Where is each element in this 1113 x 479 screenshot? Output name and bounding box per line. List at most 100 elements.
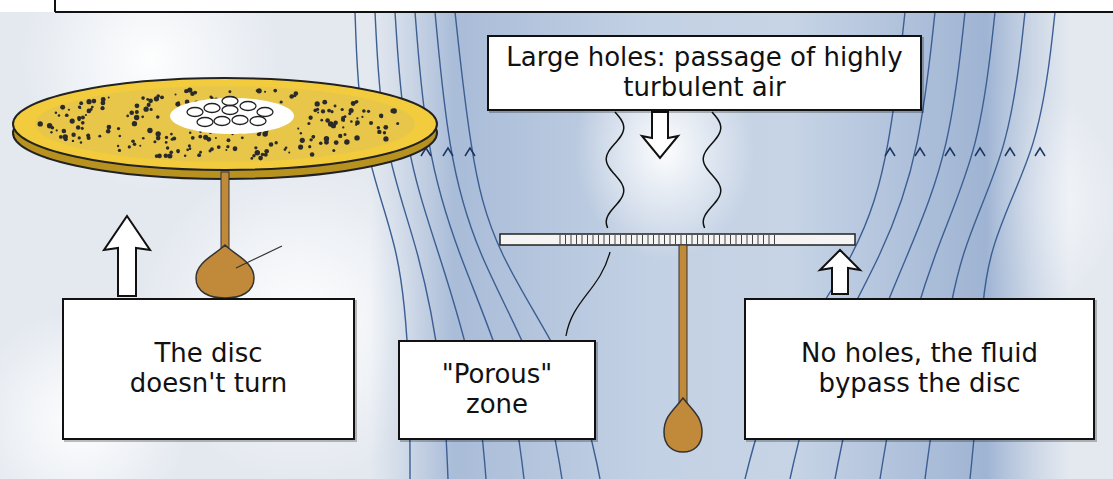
hole: [76, 125, 80, 129]
disc-top: [13, 78, 437, 170]
callout-box: No holes, the fluid bypass the disc: [744, 298, 1095, 440]
hole: [310, 152, 315, 157]
hole: [191, 136, 195, 140]
hole: [189, 132, 191, 134]
hole: [165, 141, 168, 144]
hole: [165, 136, 168, 139]
hole: [341, 108, 344, 111]
hole-mark: [714, 235, 715, 244]
hole: [344, 139, 349, 144]
hole: [334, 105, 337, 108]
hole: [133, 143, 137, 147]
hole: [141, 96, 145, 100]
hole: [189, 147, 192, 150]
hole-mark: [593, 235, 594, 244]
hole: [55, 111, 58, 114]
hole: [135, 103, 140, 108]
hole: [327, 109, 331, 113]
hole: [315, 101, 320, 106]
hole: [117, 127, 120, 130]
callout-text: "Porous" zone: [422, 360, 572, 420]
hole: [225, 149, 227, 151]
callout-box: "Porous" zone: [398, 340, 596, 440]
pointer-line: [236, 246, 282, 268]
hole: [60, 105, 65, 110]
hole: [62, 134, 67, 139]
hole: [226, 145, 229, 148]
hole: [172, 136, 176, 140]
hole: [164, 153, 169, 158]
hole: [361, 116, 363, 118]
hole: [147, 103, 151, 107]
hole: [58, 114, 61, 117]
hole: [78, 136, 81, 139]
hole: [297, 128, 299, 130]
hole: [288, 152, 290, 154]
hole: [106, 129, 111, 134]
hole-mark: [571, 235, 572, 244]
hole: [166, 146, 169, 149]
hole: [338, 134, 342, 138]
hole: [312, 135, 315, 138]
hole-mark: [681, 235, 682, 244]
hole: [92, 99, 97, 104]
hole: [38, 121, 43, 126]
hole: [334, 140, 339, 145]
hole: [144, 107, 149, 112]
large-hole: [187, 108, 203, 117]
callout-box: The disc doesn't turn: [62, 298, 355, 440]
hole: [155, 131, 160, 136]
hole: [255, 150, 261, 156]
hole-mark: [637, 235, 638, 244]
hole: [81, 127, 84, 130]
hole: [188, 144, 191, 147]
hole: [390, 108, 395, 113]
hole: [108, 97, 110, 99]
hole: [269, 142, 273, 146]
hole: [134, 115, 139, 120]
hole-mark: [648, 235, 649, 244]
flow-arrow: [443, 148, 453, 156]
hole: [62, 129, 66, 133]
hole: [383, 125, 388, 130]
hole: [59, 135, 63, 139]
hole-mark: [741, 235, 742, 244]
weight: [664, 398, 702, 452]
hole: [170, 133, 173, 136]
hole: [215, 137, 217, 139]
large-hole-zone: [170, 98, 294, 134]
hole: [85, 114, 87, 116]
hollow-arrow: [104, 216, 150, 296]
large-hole: [214, 117, 230, 126]
hole: [250, 157, 253, 160]
hole: [300, 132, 302, 134]
hole-mark: [736, 235, 737, 244]
hole: [354, 135, 359, 140]
stem: [221, 172, 229, 252]
hole: [148, 99, 153, 104]
hole: [47, 123, 52, 128]
hole: [203, 135, 208, 140]
hole: [71, 133, 75, 137]
hole-mark: [615, 235, 616, 244]
hole-mark: [560, 235, 561, 244]
hole-mark: [582, 235, 583, 244]
hole: [77, 116, 81, 120]
hole-mark: [670, 235, 671, 244]
hole: [309, 138, 312, 141]
callout-text: The disc doesn't turn: [104, 339, 313, 399]
hole: [256, 88, 261, 93]
hole: [257, 132, 261, 136]
hole: [141, 115, 144, 118]
hole: [325, 118, 330, 123]
hole: [186, 148, 189, 151]
hole-mark: [730, 235, 731, 244]
hole: [100, 106, 104, 110]
flow-arrow: [885, 148, 895, 156]
hole: [118, 149, 121, 152]
hole: [233, 146, 238, 151]
hole: [209, 149, 212, 152]
hole: [149, 108, 152, 111]
hole: [319, 142, 323, 146]
hole: [132, 121, 137, 126]
